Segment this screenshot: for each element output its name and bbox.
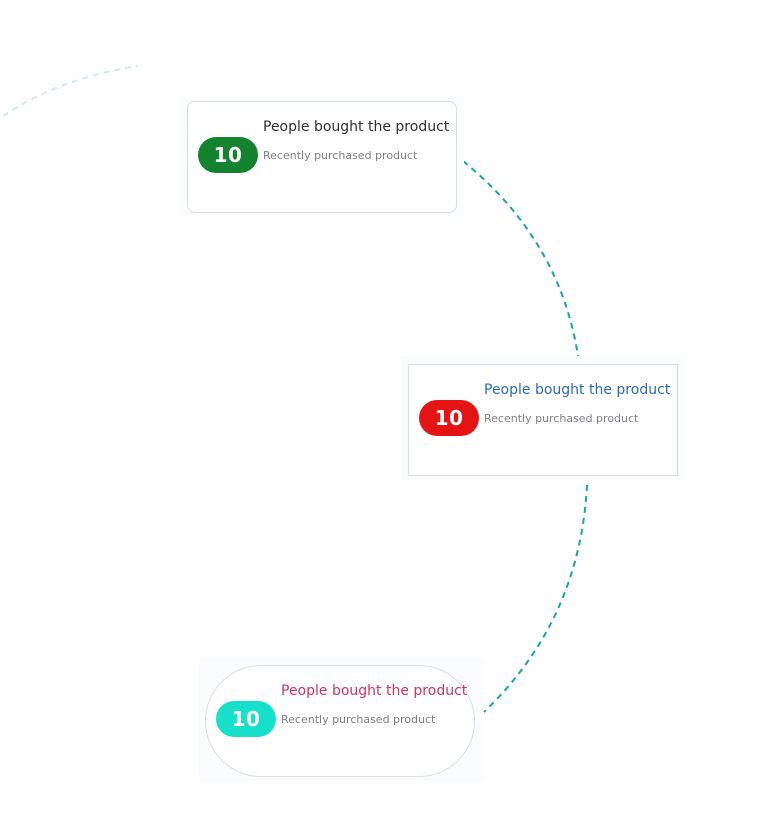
count-badge: 10 xyxy=(216,701,276,737)
count-badge: 10 xyxy=(198,137,258,173)
stat-card-1[interactable]: 10 People bought the product Recently pu… xyxy=(187,101,457,213)
card-title: People bought the product xyxy=(281,683,468,699)
faint-connector-arc xyxy=(2,65,139,117)
card-subtitle: Recently purchased product xyxy=(281,713,436,726)
connector-arc-2 xyxy=(483,484,588,713)
count-badge: 10 xyxy=(419,400,479,436)
card-subtitle: Recently purchased product xyxy=(484,412,639,425)
stat-card-3[interactable]: 10 People bought the product Recently pu… xyxy=(205,665,475,777)
card-title: People bought the product xyxy=(263,119,450,135)
card-subtitle: Recently purchased product xyxy=(263,149,418,162)
stat-card-2[interactable]: 10 People bought the product Recently pu… xyxy=(408,364,678,476)
card-title: People bought the product xyxy=(484,382,671,398)
connector-arc-1 xyxy=(462,160,579,357)
